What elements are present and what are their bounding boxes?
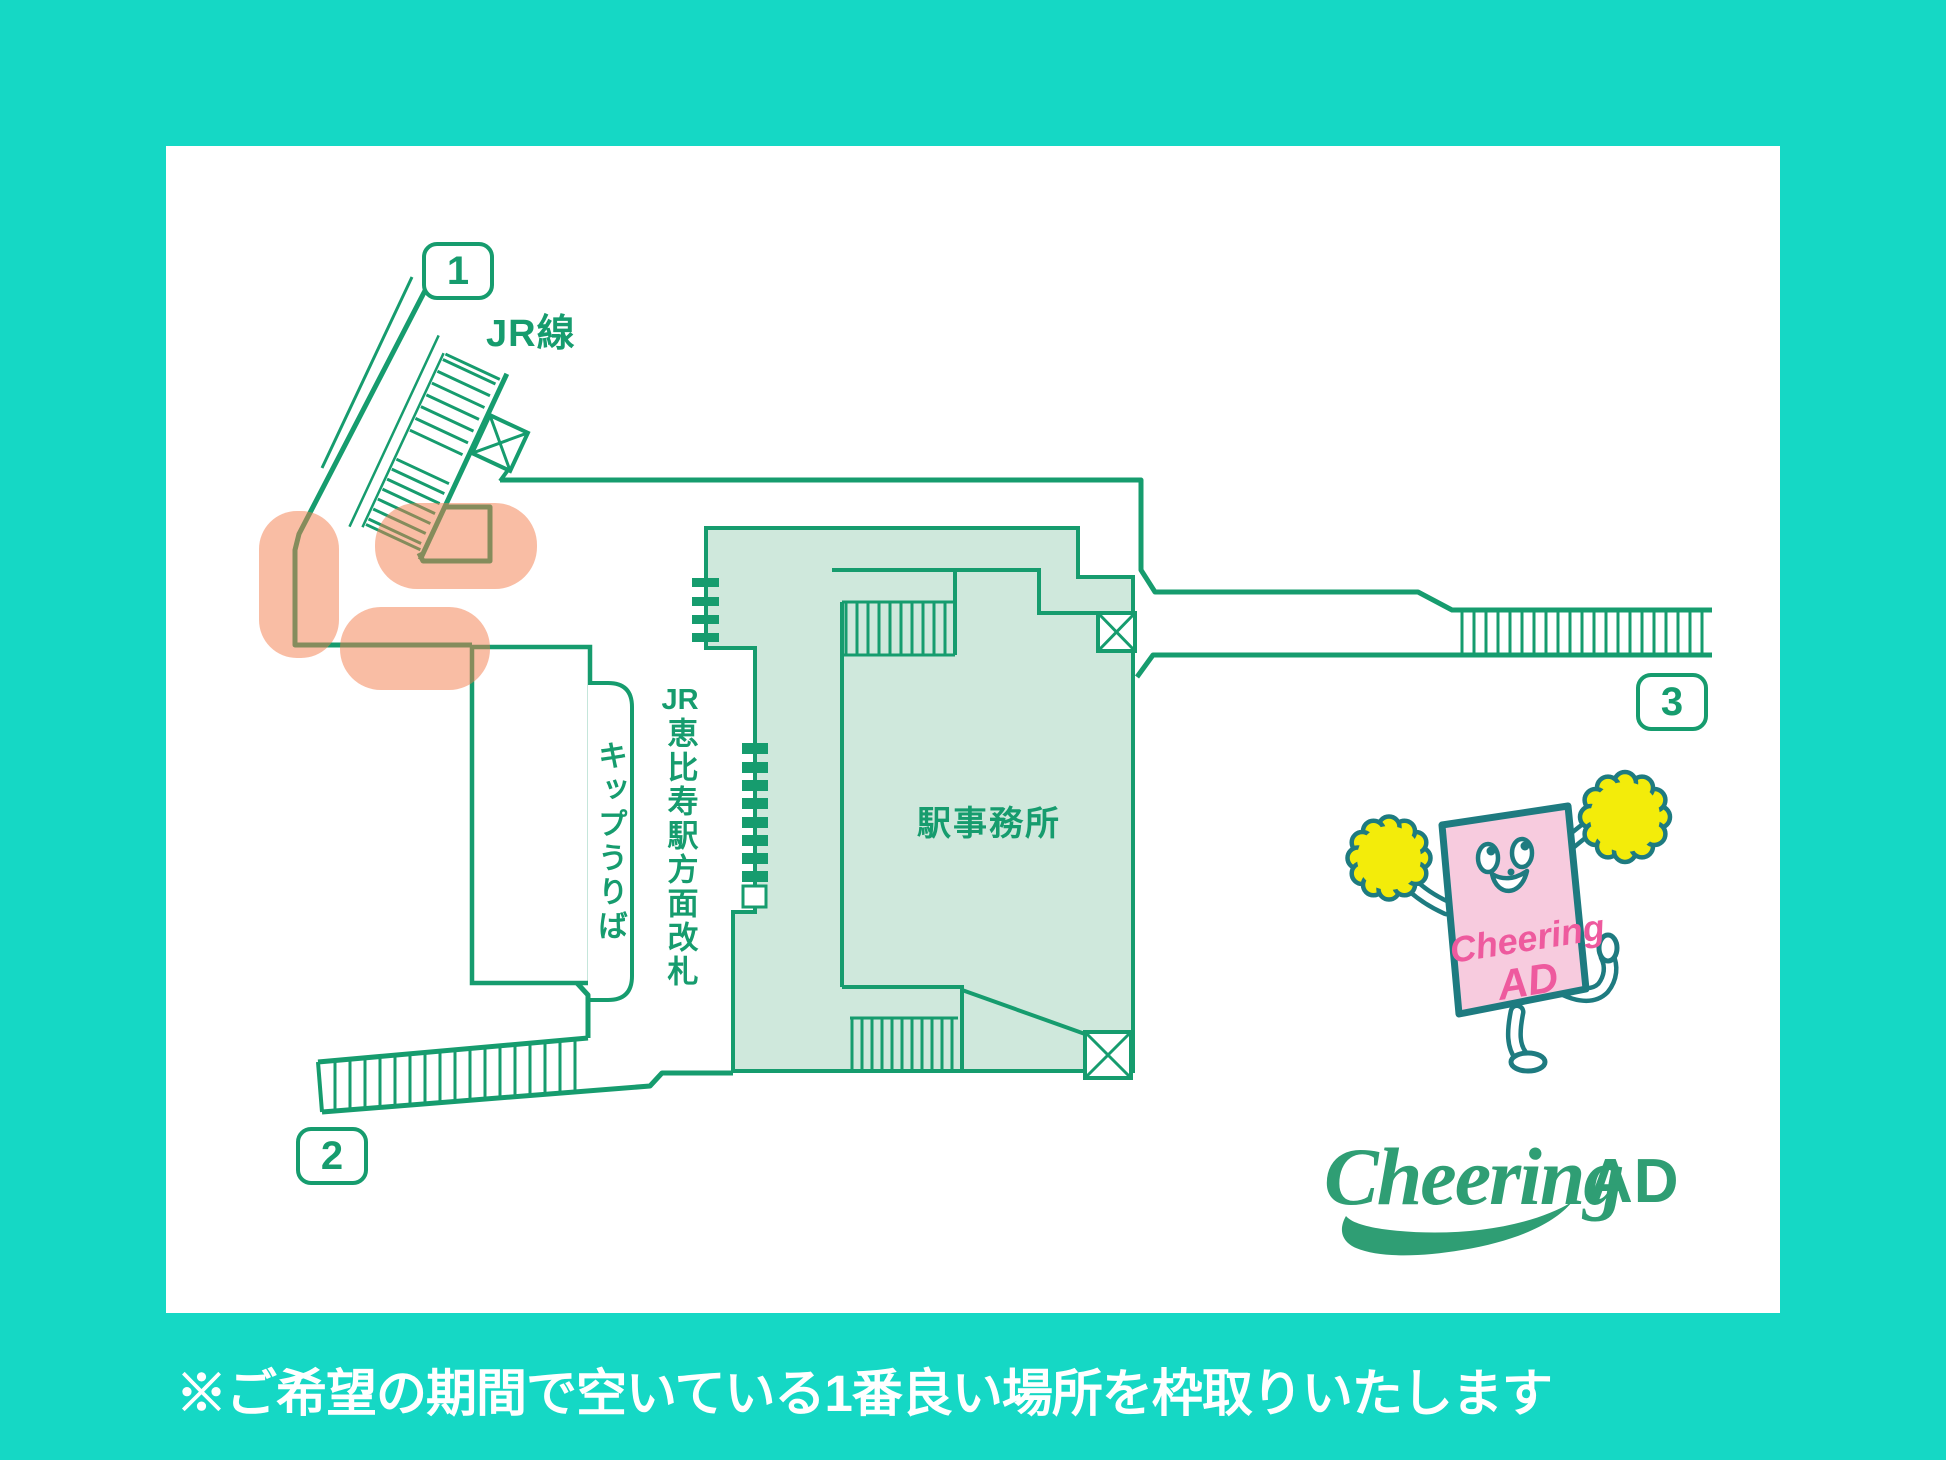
southwest-stairs: [316, 1035, 733, 1115]
elevator-icon: [1096, 611, 1137, 653]
highlight-zone-top: [375, 503, 537, 589]
mascot-kick-foot: [1596, 932, 1620, 964]
location-badge-2: 2: [296, 1127, 368, 1185]
gate-direction-label: JR 恵比寿駅方面改札: [658, 684, 702, 989]
highlight-zones: [259, 503, 537, 690]
cheering-ad-logo-script: Cheering: [1324, 1131, 1624, 1222]
station-floorplan: Cheering AD: [259, 276, 1712, 1256]
east-corridor: [500, 477, 1712, 679]
map-card: Cheering AD: [166, 146, 1780, 1313]
elevator-icon: [1083, 1030, 1133, 1080]
cheering-ad-logo-suffix: AD: [1588, 1147, 1680, 1216]
mascot-body-text-2: AD: [1493, 953, 1561, 1009]
pompom-right-icon: [1577, 769, 1673, 865]
elevator-icon: [469, 412, 531, 474]
main-ticket-gates: [742, 743, 768, 882]
station-office-label: 駅事務所: [917, 805, 1061, 843]
mascot-face: [1475, 836, 1535, 894]
pompom-left-icon: [1345, 814, 1433, 902]
availability-note: ※ご希望の期間で空いている1番良い場所を枠取りいたします: [176, 1365, 1553, 1422]
wide-gate-box: [741, 884, 768, 909]
mascot-stand-foot: [1508, 1050, 1548, 1074]
ticket-counter-text: キップうりば: [593, 740, 626, 944]
logo-swoosh: [1341, 1202, 1572, 1256]
concourse-inner-lines: [832, 568, 1098, 1071]
cheering-ad-mascot: Cheering AD: [1345, 769, 1673, 1074]
jr-line-label: JR線: [486, 313, 576, 355]
highlight-zone-bottom: [340, 607, 490, 690]
ticket-counter-outline: [588, 681, 634, 1002]
gate-label-body: 恵比寿駅方面改札: [662, 717, 698, 989]
gate-label-head: JR: [661, 684, 699, 716]
upper-ticket-gates: [692, 578, 719, 642]
ticket-counter-label: キップうりば: [586, 683, 632, 1001]
location-badge-3: 3: [1636, 673, 1708, 731]
highlight-zone-left: [259, 511, 339, 658]
location-badge-1: 1: [422, 242, 494, 300]
ticket-machine-room: [469, 644, 593, 986]
